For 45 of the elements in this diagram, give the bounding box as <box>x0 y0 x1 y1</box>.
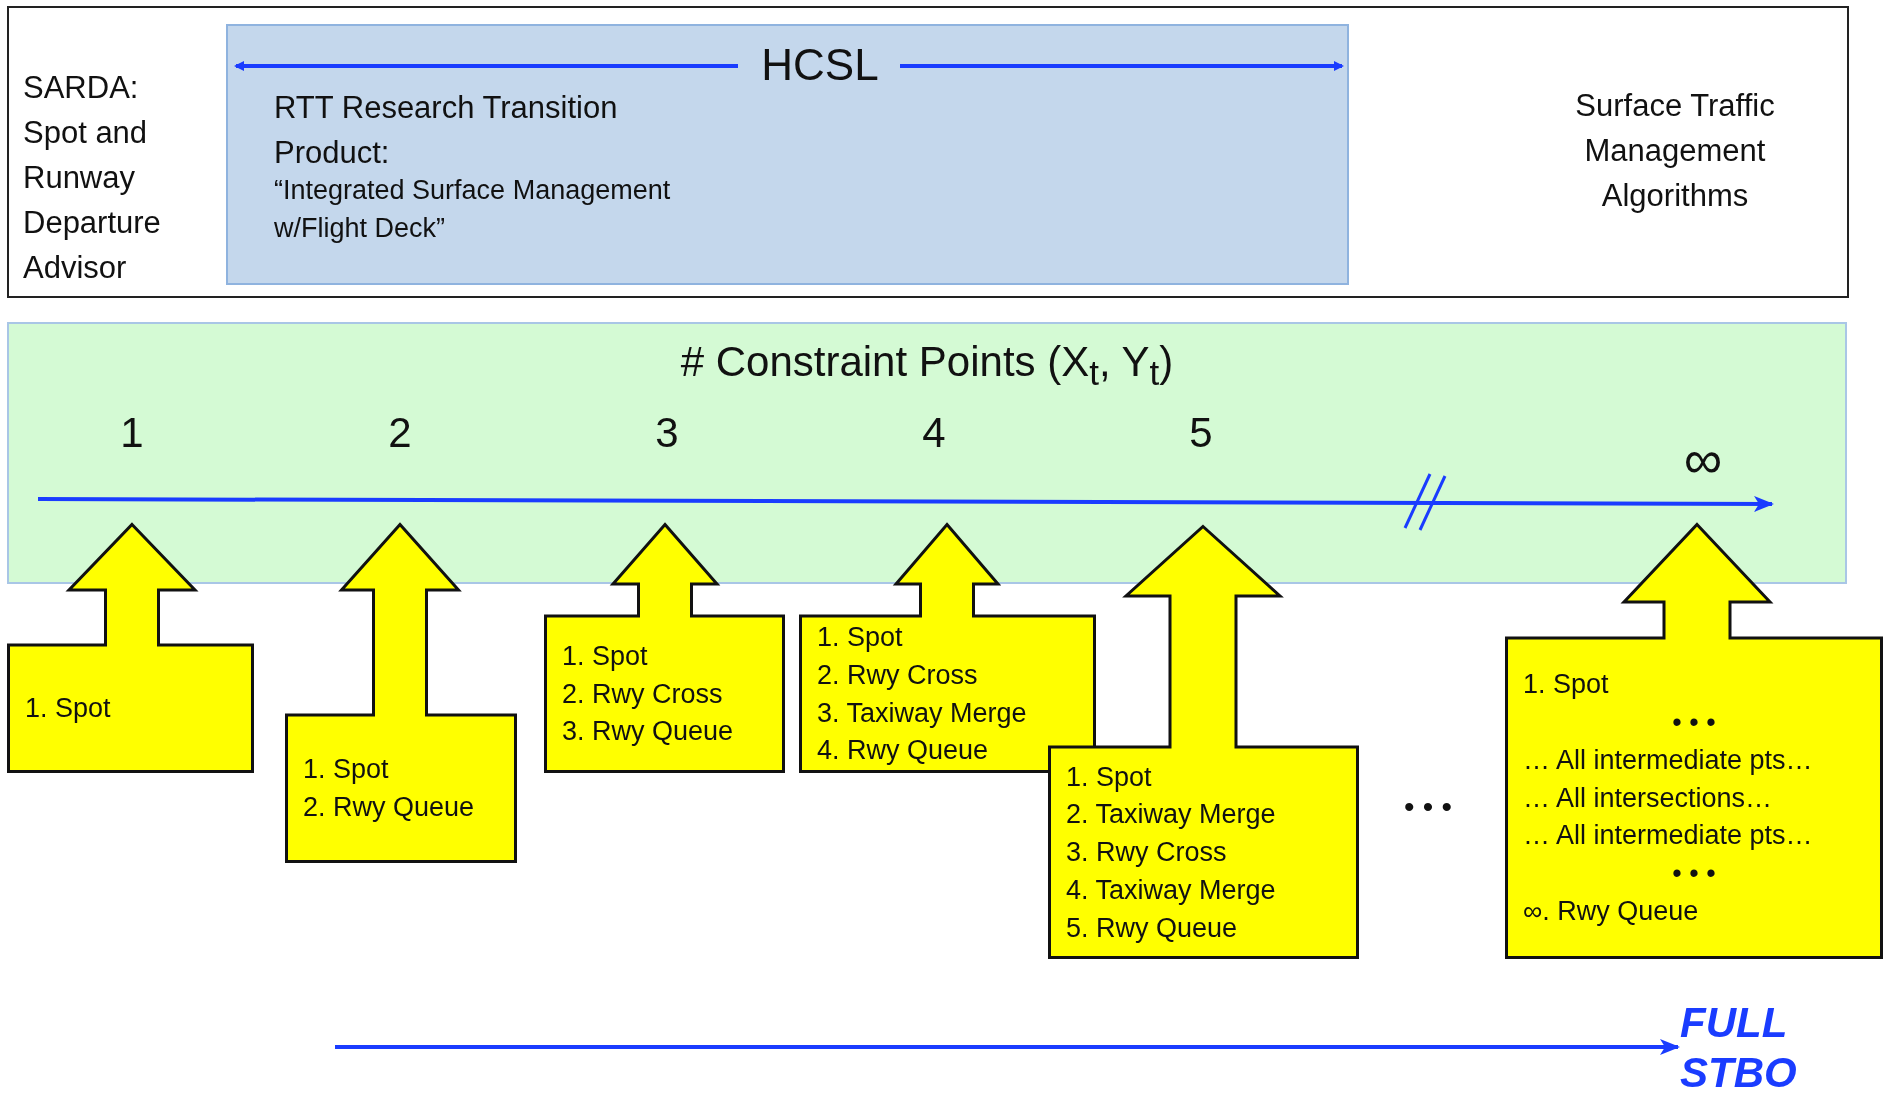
list-item: … All intersections… <box>1523 781 1773 815</box>
tick-label: ∞ <box>1682 430 1724 490</box>
list-item: 1. Spot <box>1523 668 1609 702</box>
list-item: 2. Rwy Queue <box>303 791 475 824</box>
list-item: • • • <box>1672 857 1716 891</box>
list-item: 2. Rwy Cross <box>817 658 978 692</box>
panel-frame <box>7 6 1849 298</box>
up-arrow-callout <box>1505 523 1883 959</box>
list-item: 3. Rwy Queue <box>562 715 734 749</box>
list-item: 3. Taxiway Merge <box>817 696 1027 730</box>
up-arrow-callout <box>1048 525 1359 959</box>
list-item: ∞. Rwy Queue <box>1523 894 1699 928</box>
band-background <box>7 322 1847 584</box>
body-text: “Integrated Surface Management w/Flight Deck” <box>274 174 672 245</box>
tick-label: 5 <box>1188 410 1214 457</box>
up-arrow-callout <box>285 523 517 863</box>
list-item: 1. Spot <box>1066 760 1152 794</box>
arrow <box>335 1039 1680 1055</box>
list-item: 3. Rwy Cross <box>1066 836 1227 870</box>
tick-label: 1 <box>119 410 145 457</box>
list-item: 1. Spot <box>303 753 389 787</box>
list-item: • • • <box>1672 706 1716 740</box>
body-text: RTT Research Transition Product: <box>274 89 619 172</box>
list-item: 4. Taxiway Merge <box>1066 873 1276 907</box>
body-text: SARDA: Spot and Runway Departure Advisor <box>23 69 162 287</box>
list-item: 1. Spot <box>817 621 903 654</box>
heading: HCSL <box>760 40 880 90</box>
tick-label: 3 <box>654 410 680 457</box>
highlight-box <box>226 24 1349 285</box>
tick-label: 4 <box>921 410 947 457</box>
list-item: 1. Spot <box>562 639 648 673</box>
list-item: 1. Spot <box>25 692 111 726</box>
list-item: … All intermediate pts… <box>1523 819 1813 853</box>
body-text: Surface Traffic Management Algorithms <box>1574 87 1776 215</box>
heading: # Constraint Points (X$_{t}$, Y$_{t}$) <box>679 338 1175 394</box>
ellipsis: • • • <box>1402 790 1454 823</box>
list-item: … All intermediate pts… <box>1523 743 1813 777</box>
list-item: 2. Rwy Cross <box>562 677 723 711</box>
up-arrow-callout <box>544 523 785 773</box>
list-item: 5. Rwy Queue <box>1066 911 1238 945</box>
up-arrow-callout <box>7 523 254 773</box>
list-item: 4. Rwy Queue <box>817 734 989 768</box>
tick-label: 2 <box>387 410 413 457</box>
end-label: FULL STBO <box>1680 998 1797 1099</box>
list-item: 2. Taxiway Merge <box>1066 798 1276 832</box>
